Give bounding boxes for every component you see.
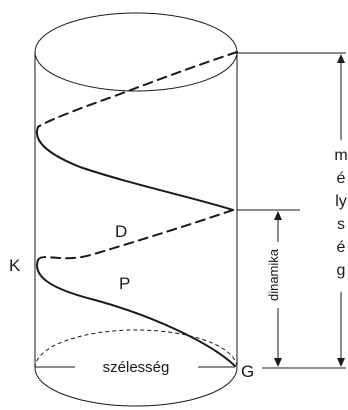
dynamics-arrowhead-up-icon <box>274 211 282 220</box>
depth-letter: s <box>337 216 345 233</box>
dynamics-dimension <box>237 209 300 369</box>
depth-letter: é <box>337 170 346 187</box>
point-k-label: K <box>9 256 21 275</box>
depth-arrowhead-up-icon <box>337 54 345 63</box>
helix-front-strand-lower <box>36 259 236 367</box>
point-p-label: P <box>119 274 130 293</box>
depth-letter: é <box>337 239 346 256</box>
cylinder-top-ellipse <box>34 12 238 92</box>
point-g-label: G <box>241 362 254 381</box>
depth-arrowhead-down-icon <box>337 358 345 367</box>
helix-back-strand-lower <box>37 209 234 261</box>
dynamics-label: dinamika <box>266 248 281 301</box>
helix-back-strand-upper <box>37 51 238 128</box>
depth-letter: ly <box>335 193 347 210</box>
depth-letter: m <box>334 147 347 164</box>
dynamics-arrowhead-down-icon <box>274 358 282 367</box>
depth-label: m é ly s é g <box>334 147 347 279</box>
width-label: szélesség <box>103 359 170 376</box>
cylinder-bottom-back-arc <box>34 329 238 369</box>
depth-dimension <box>237 52 346 369</box>
cylinder-bottom-front-arc <box>34 367 238 407</box>
cylinder <box>34 12 238 407</box>
width-dimension: szélesség <box>35 359 235 376</box>
helix <box>35 51 238 367</box>
helix-front-strand-upper <box>35 126 234 211</box>
point-labels: D K P G <box>9 222 254 381</box>
depth-letter: g <box>337 262 346 279</box>
point-d-label: D <box>115 222 127 241</box>
